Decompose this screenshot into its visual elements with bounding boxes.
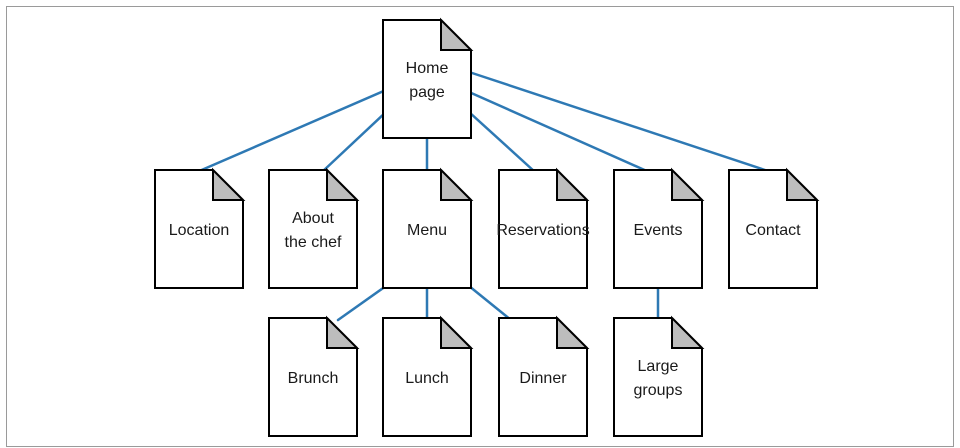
page-corner-fold	[440, 315, 474, 349]
page-corner-fold	[440, 167, 474, 201]
page-node-about-the-chef[interactable]: About the chef	[268, 167, 360, 289]
page-label-line: Brunch	[288, 370, 339, 387]
page-label: Menu	[407, 222, 447, 239]
page-label-line: Lunch	[405, 370, 449, 387]
connector-home-to-events	[467, 90, 651, 174]
page-node-large-groups[interactable]: Large groups	[613, 315, 705, 437]
page-label-line: Reservations	[496, 222, 589, 239]
page-corner-fold	[786, 167, 820, 201]
page-node-location[interactable]: Location	[154, 167, 246, 289]
page-corner-fold	[440, 17, 474, 51]
connector-home-to-contact	[467, 70, 773, 174]
page-label-line: Location	[169, 222, 230, 239]
page-corner-fold	[326, 167, 360, 201]
page-node-reservations[interactable]: Reservations	[496, 167, 590, 289]
page-label-line: Menu	[407, 222, 447, 239]
page-corner-fold	[671, 315, 705, 349]
page-label: Large groups	[634, 358, 683, 399]
page-node-home[interactable]: Home page	[382, 17, 474, 139]
page-label: About the chef	[285, 210, 342, 251]
page-label: Home page	[406, 60, 449, 101]
page-node-dinner[interactable]: Dinner	[498, 315, 590, 437]
page-label-line: Events	[634, 222, 683, 239]
page-corner-fold	[671, 167, 705, 201]
page-label-line: groups	[634, 382, 683, 399]
page-label: Events	[634, 222, 683, 239]
page-label-line: Home	[406, 60, 449, 77]
page-corner-fold	[556, 167, 590, 201]
page-label-line: About	[292, 210, 334, 227]
page-label: Dinner	[519, 370, 567, 387]
page-label: Brunch	[288, 370, 339, 387]
connector-home-to-location	[195, 88, 388, 174]
page-node-menu[interactable]: Menu	[382, 167, 474, 289]
connector-home-to-reservations	[467, 110, 537, 174]
connector-menu-to-brunch	[336, 284, 388, 322]
page-label: Location	[169, 222, 230, 239]
page-node-lunch[interactable]: Lunch	[382, 315, 474, 437]
page-node-events[interactable]: Events	[613, 167, 705, 289]
page-node-contact[interactable]: Contact	[728, 167, 820, 289]
page-label-line: page	[409, 84, 445, 101]
page-label-line: Contact	[745, 222, 801, 239]
page-label-line: Dinner	[519, 370, 567, 387]
page-node-brunch[interactable]: Brunch	[268, 315, 360, 437]
connector-home-to-about-the-chef	[320, 110, 388, 174]
page-label: Reservations	[496, 222, 589, 239]
connector-menu-to-dinner	[467, 284, 513, 322]
page-corner-fold	[212, 167, 246, 201]
page-corner-fold	[556, 315, 590, 349]
page-label: Lunch	[405, 370, 449, 387]
page-corner-fold	[326, 315, 360, 349]
page-label-line: Large	[638, 358, 679, 375]
page-label-line: the chef	[285, 234, 342, 251]
connector-lines	[195, 70, 773, 322]
diagram-border	[6, 6, 954, 447]
page-label: Contact	[745, 222, 801, 239]
